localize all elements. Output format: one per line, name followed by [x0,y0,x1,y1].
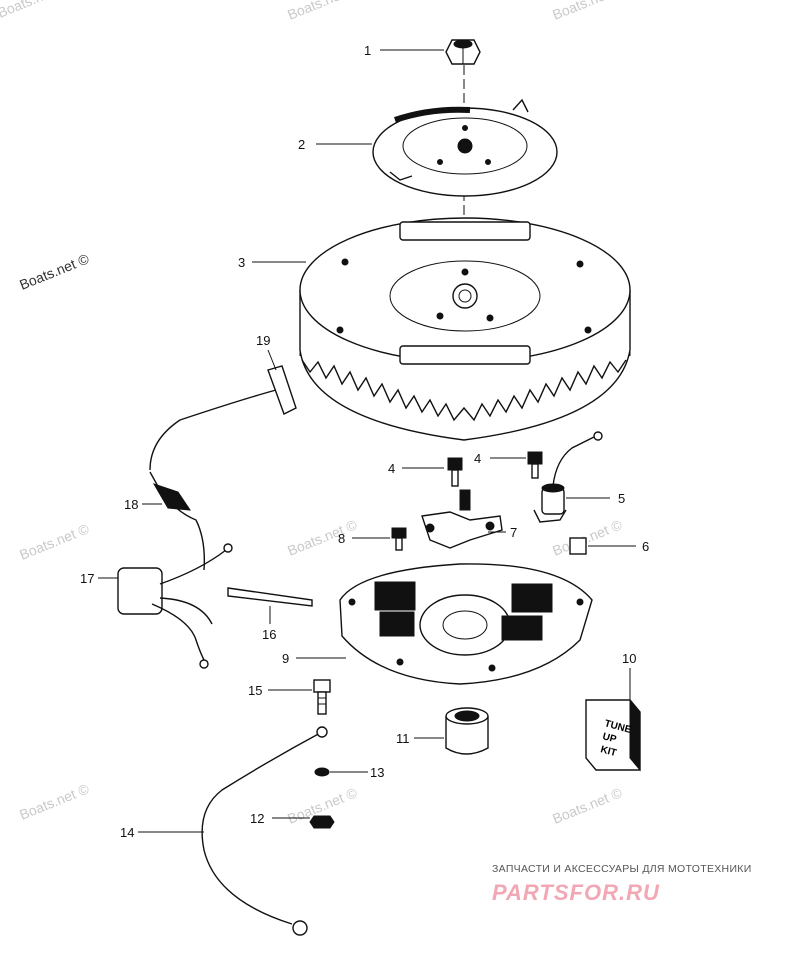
part-10-tune-up-kit: TUNE UP KIT [585,698,641,772]
watermark: Boats.net © [550,784,625,827]
part-15-screw [313,679,331,715]
callout-label: 3 [238,255,245,270]
callout-8: 8 [338,531,390,546]
callout-6: 6 [588,539,649,554]
watermark: Boats.net © [17,520,92,563]
kit-label-line2: UP [601,731,618,745]
part-5-condenser [533,431,603,523]
callout-label: 12 [250,811,264,826]
watermark: Boats.net © [550,516,625,559]
part-19-spark-plug-boot [149,365,297,471]
callout-9: 9 [282,651,346,666]
callout-label: 17 [80,571,94,586]
part-3-flywheel [299,217,631,441]
callout-14: 14 [120,825,204,840]
callout-3: 3 [238,255,306,270]
callout-15: 15 [248,683,312,698]
watermark: Boats.net [0,0,56,21]
callout-18: 18 [124,497,162,512]
brand-logo: PARTSFOR.RU [492,880,660,905]
part-14-ground-wire [201,726,328,936]
callout-1: 1 [364,43,444,58]
callout-label: 1 [364,43,371,58]
kit-label-line3: KIT [599,744,617,759]
callout-19: 19 [256,333,277,371]
part-9-stator-plate [339,563,593,685]
callout-12: 12 [250,811,310,826]
callout-10: 10 [622,651,636,700]
callout-4b: 4 [474,451,526,466]
callout-label: 18 [124,497,138,512]
watermark: Boats.net © [285,516,360,559]
part-16-clip [227,587,313,607]
callout-16: 16 [262,606,276,642]
callout-label: 7 [510,525,517,540]
part-13-washer [314,767,330,777]
callout-label: 10 [622,651,636,666]
part-8-screw [391,527,407,551]
callout-13: 13 [330,765,384,780]
brand-subtitle: ЗАПЧАСТИ И АКСЕССУАРЫ ДЛЯ МОТОТЕХНИКИ [492,863,752,875]
callout-label: 5 [618,491,625,506]
part-4-screw [527,451,543,479]
callout-label: 2 [298,137,305,152]
callout-label: 6 [642,539,649,554]
callout-label: 15 [248,683,262,698]
callout-label: 9 [282,651,289,666]
part-1-nut [445,39,481,65]
callout-4a: 4 [388,461,444,476]
part-6-pad [569,537,587,555]
part-2-plate [372,98,558,197]
part-11-cam [445,707,489,755]
callout-7: 7 [488,525,517,540]
part-4-screw [447,457,463,487]
callout-5: 5 [566,491,625,506]
callout-label: 11 [396,731,410,746]
watermark: Boats.net [285,0,346,23]
watermark: Boats.net [550,0,611,23]
callout-11: 11 [396,731,444,746]
callout-label: 14 [120,825,134,840]
callout-label: 8 [338,531,345,546]
part-12-nut [309,815,335,829]
watermark: Boats.net © [17,250,92,293]
callout-17: 17 [80,571,118,586]
part-17-coil [117,543,233,669]
callout-label: 13 [370,765,384,780]
part-7-breaker-points [421,489,503,549]
callout-label: 16 [262,627,276,642]
brand-block: ЗАПЧАСТИ И АКСЕССУАРЫ ДЛЯ МОТОТЕХНИКИ PA… [492,863,752,905]
part-18-lead [149,471,206,571]
callout-label: 4 [474,451,481,466]
watermark: Boats.net © [17,780,92,823]
callout-2: 2 [298,137,372,152]
callout-label: 19 [256,333,270,348]
callout-label: 4 [388,461,395,476]
